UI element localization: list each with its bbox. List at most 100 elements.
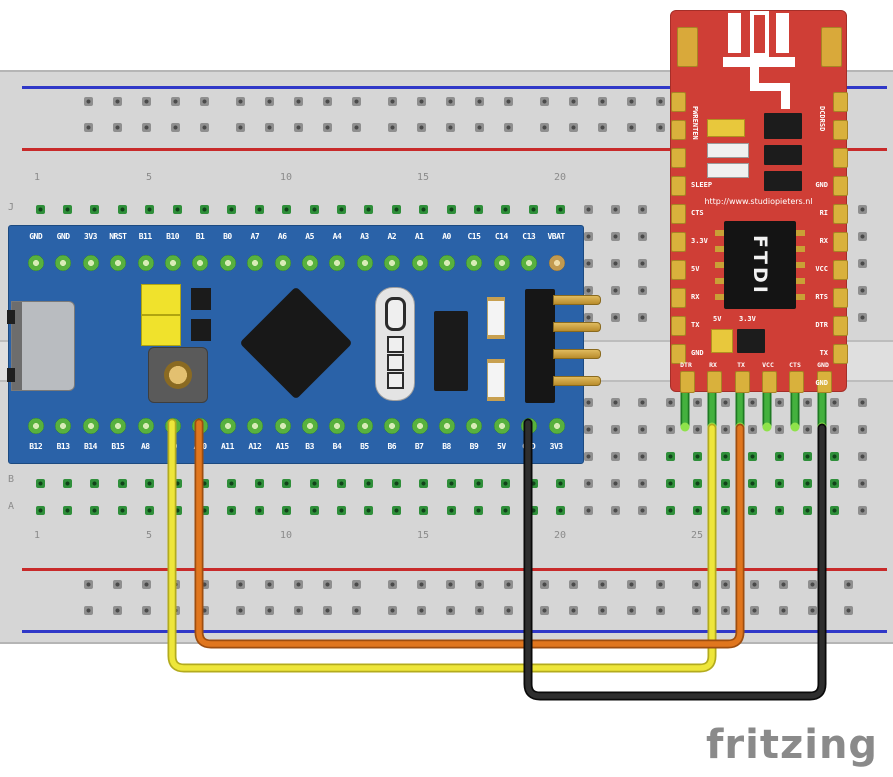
breadboard-hole: [83, 579, 93, 589]
breadboard-hole: [446, 204, 456, 214]
breadboard-hole: [264, 579, 274, 589]
breadboard-hole: [802, 505, 812, 515]
usb-tab: [7, 310, 15, 324]
chip-pin: [715, 246, 724, 252]
pin-label: B0: [223, 232, 232, 241]
breadboard-hole: [309, 478, 319, 488]
breadboard-hole: [503, 579, 513, 589]
resistor: [707, 163, 749, 178]
ftdi-right-vertical-label: DCDRSD: [818, 106, 826, 132]
pin-label: A6: [277, 232, 287, 241]
ftdi-side-pad: [671, 204, 686, 224]
wire-yellow-a9-to-rx[interactable]: [167, 418, 717, 673]
breadboard-hole: [583, 258, 593, 268]
ftdi-bottom-pad: [817, 371, 832, 393]
bluepill-pin: [302, 255, 318, 271]
breadboard-hole: [568, 579, 578, 589]
pin-label: B9: [469, 442, 479, 451]
resistor: [707, 143, 749, 158]
breadboard-hole: [117, 505, 127, 515]
breadboard-hole: [539, 605, 549, 615]
breadboard-hole: [843, 579, 853, 589]
pin-label: B3: [305, 442, 314, 451]
pin-label: A1: [414, 232, 424, 241]
ftdi-pin-label: TX: [691, 321, 700, 329]
breadboard-hole: [775, 397, 785, 407]
breadboard-hole: [638, 312, 648, 322]
wire-black-gnd-to-gnd[interactable]: [523, 418, 827, 701]
breadboard-hole: [282, 204, 292, 214]
breadboard-hole: [830, 478, 840, 488]
breadboard-hole: [474, 122, 484, 132]
ftdi-side-pad: [671, 260, 686, 280]
pin-label: GND: [56, 232, 70, 241]
ftdi-pin-label: SLEEP: [691, 181, 713, 189]
ftdi-bottom-pad: [762, 371, 777, 393]
component: [764, 113, 802, 139]
breadboard-hole: [364, 478, 374, 488]
bottom-rail-red-line: [22, 568, 887, 571]
mount-pad: [821, 27, 842, 67]
breadboard-hole: [145, 505, 155, 515]
breadboard-hole: [857, 285, 867, 295]
ftdi-side-pad: [833, 232, 848, 252]
wire-orange-a10-to-tx[interactable]: [194, 418, 745, 649]
breadboard-hole: [141, 96, 151, 106]
breadboard-hole: [199, 579, 209, 589]
breadboard-hole: [35, 204, 45, 214]
breadboard-hole: [583, 451, 593, 461]
bluepill-pin: [28, 418, 44, 434]
breadboard-hole: [172, 478, 182, 488]
breadboard-hole: [293, 122, 303, 132]
breadboard-hole: [416, 122, 426, 132]
bottom-rail-blue-line: [22, 630, 887, 633]
crystal-marking: [385, 297, 406, 331]
ftdi-side-pad: [833, 92, 848, 112]
bluepill-pin: [110, 255, 127, 271]
breadboard-hole: [597, 579, 607, 589]
breadboard-hole: [610, 258, 620, 268]
ftdi-bottom-pin-label: TX: [737, 361, 745, 369]
bluepill-pin: [274, 255, 291, 271]
breadboard-hole: [235, 122, 245, 132]
breadboard-hole: [638, 451, 648, 461]
stm32-bluepill-board[interactable]: GND GND 3V3 NRST B11 B10 B1 B0 A7 A6 A5 …: [7, 225, 601, 464]
breadboard-hole: [775, 451, 785, 461]
bluepill-pin: [329, 255, 346, 271]
breadboard-hole: [322, 605, 332, 615]
breadboard-hole: [610, 397, 620, 407]
usb-symbol-trace: [750, 67, 759, 85]
breadboard-hole: [351, 579, 361, 589]
bluepill-pin: [411, 418, 428, 434]
breadboard-hole: [117, 478, 127, 488]
breadboard-hole: [90, 478, 100, 488]
pin-label: B4: [332, 442, 342, 451]
usb-tab: [7, 368, 15, 382]
bluepill-top-labels: GND GND 3V3 NRST B11 B10 B1 B0 A7 A6 A5 …: [22, 232, 570, 244]
ftdi-pin-label: RTS: [815, 293, 828, 301]
ftdi-bottom-pin-label: GND: [817, 361, 829, 369]
breadboard-hole: [583, 231, 593, 241]
breadboard-hole: [199, 505, 209, 515]
breadboard-hole: [693, 451, 703, 461]
pin-label: C14: [494, 232, 508, 241]
breadboard-hole: [322, 96, 332, 106]
ftdi-side-pad: [671, 92, 686, 112]
pin-label: GND: [29, 232, 43, 241]
pin-label: A11: [220, 442, 234, 451]
ftdi-bottom-pin-label: CTS: [789, 361, 801, 369]
column-number: 5: [145, 530, 153, 541]
breadboard-hole: [693, 397, 703, 407]
bluepill-pin: [521, 255, 538, 271]
breadboard-hole: [597, 96, 607, 106]
pin-label: B15: [111, 442, 125, 451]
ftdi-usb-serial-board[interactable]: PWRENTEN DCDRSD SLEEP CTS 3.3V 5V RX TX …: [670, 10, 848, 393]
bluepill-pin: [466, 255, 483, 271]
breadboard-hole: [626, 605, 636, 615]
breadboard-hole: [351, 96, 361, 106]
ftdi-pin-label: GND: [691, 349, 704, 357]
breadboard-hole: [857, 231, 867, 241]
pin-label: A8: [140, 442, 150, 451]
ftdi-side-pad: [671, 176, 686, 196]
